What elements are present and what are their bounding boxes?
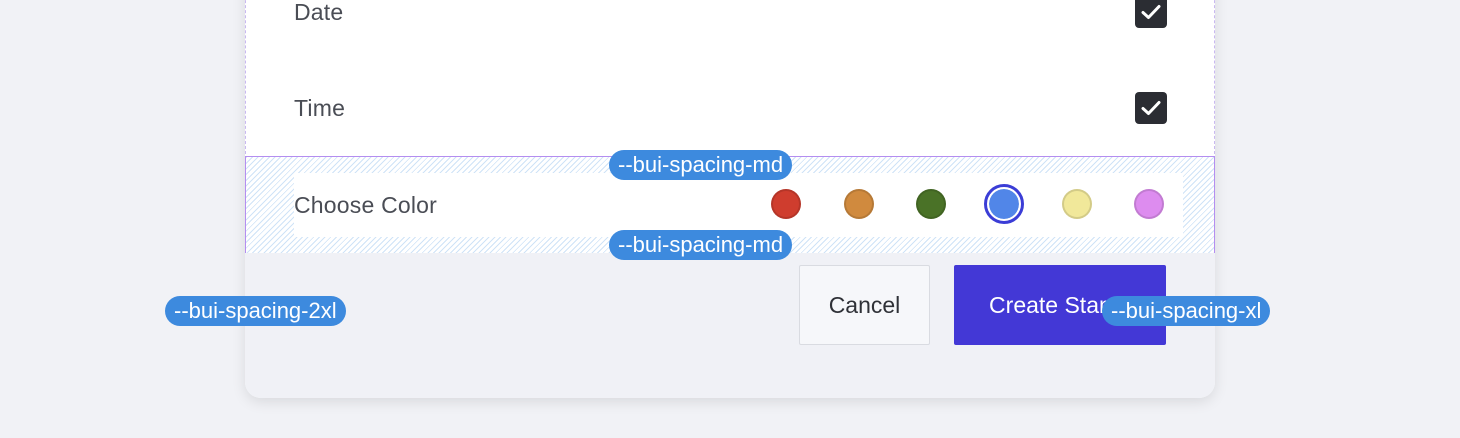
color-swatch-blue[interactable]	[984, 184, 1024, 224]
color-swatch-green[interactable]	[916, 189, 946, 219]
option-row-time[interactable]: Time	[294, 84, 1167, 132]
date-checkbox[interactable]	[1135, 0, 1167, 28]
color-picker-row: Choose Color	[294, 173, 1183, 237]
color-picker-label: Choose Color	[294, 192, 438, 218]
color-swatch-purple[interactable]	[1134, 189, 1164, 219]
color-swatch-red[interactable]	[771, 189, 801, 219]
color-swatch-yellow[interactable]	[1062, 189, 1092, 219]
checkmark-icon	[1141, 5, 1161, 19]
section-outline	[245, 0, 1215, 154]
option-label-date: Date	[294, 0, 344, 25]
checkmark-icon	[1141, 101, 1161, 115]
cancel-button[interactable]: Cancel	[799, 265, 930, 345]
stamp-dialog: Date Time Choose Color Cancel Create Sta…	[245, 0, 1215, 398]
spacing-annotation-bottom: --bui-spacing-md	[609, 230, 793, 260]
time-checkbox[interactable]	[1135, 92, 1167, 124]
dialog-footer: Cancel Create Stamp	[245, 253, 1215, 398]
spacing-annotation-left: --bui-spacing-2xl	[165, 296, 346, 326]
spacing-annotation-right: --bui-spacing-xl	[1102, 296, 1271, 326]
spacing-annotation-top: --bui-spacing-md	[609, 150, 793, 180]
color-swatch-orange[interactable]	[844, 189, 874, 219]
option-label-time: Time	[294, 94, 346, 121]
option-row-date[interactable]: Date	[294, 0, 1167, 36]
